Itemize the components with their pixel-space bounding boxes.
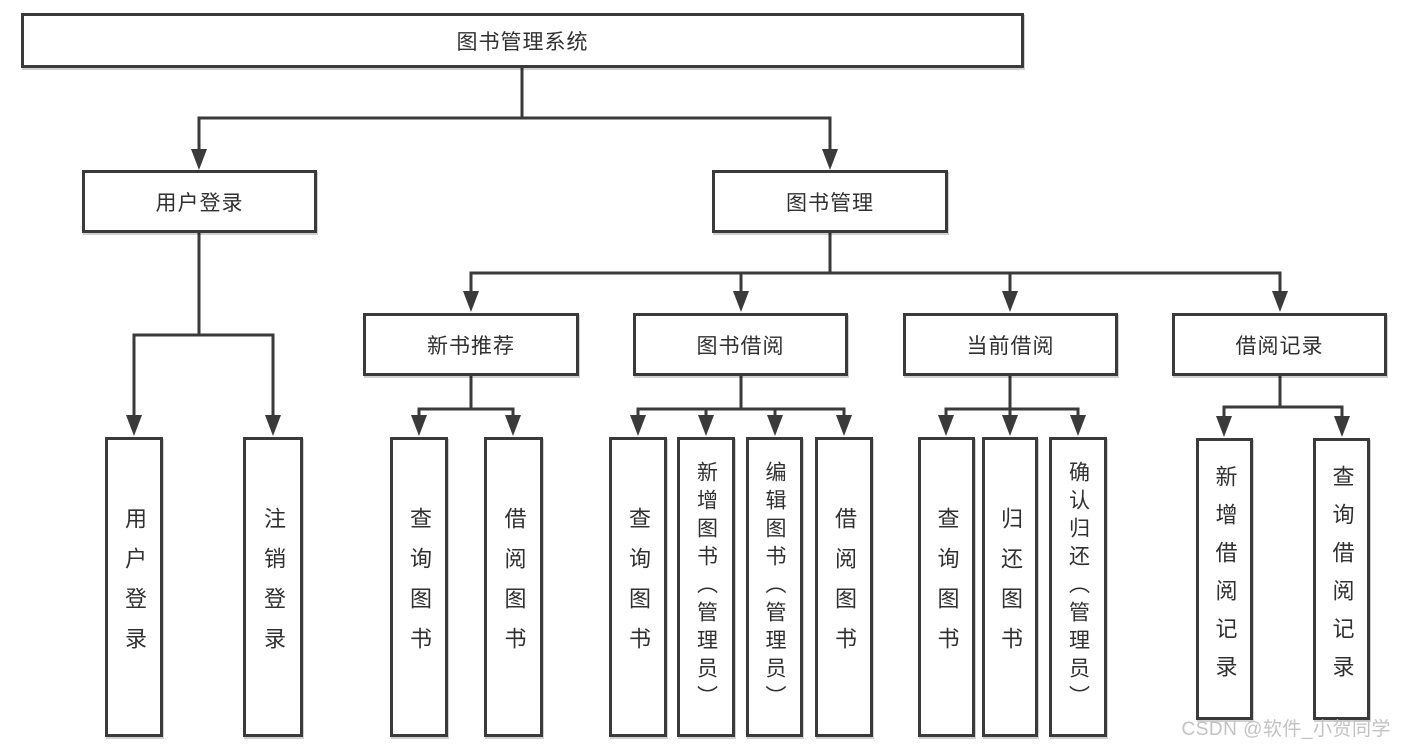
leaf-logout: 注销登录	[243, 437, 303, 737]
arrow-to-leaf-2	[265, 415, 281, 436]
arrow-to-leaf-8	[836, 415, 852, 436]
arrow-to-leaf-3	[411, 415, 427, 436]
arrow-to-leaf-4	[505, 415, 521, 436]
arrow-to-leaf-6	[698, 415, 714, 436]
arrow-to-leaf-13	[1334, 416, 1350, 437]
leaf-add-book-admin: 新增图书（管理员）	[677, 437, 735, 737]
leaf-query-book-current: 查询图书	[918, 437, 975, 737]
arrow-to-book-mgmt	[822, 149, 838, 170]
node-book-borrow: 图书借阅	[633, 313, 848, 376]
leaf-return-book: 归还图书	[982, 437, 1038, 737]
leaf-query-book-borrow: 查询图书	[609, 437, 667, 737]
arrow-to-leaf-5	[630, 415, 646, 436]
arrow-to-new-book-rec	[463, 291, 479, 312]
node-book-mgmt: 图书管理	[712, 170, 948, 233]
node-root: 图书管理系统	[21, 13, 1024, 68]
connector-root-bus	[197, 68, 832, 150]
connector-new-book-rec-bus	[417, 376, 515, 416]
node-borrow-record: 借阅记录	[1172, 313, 1387, 376]
arrow-to-user-login	[191, 149, 207, 170]
arrow-to-book-borrow	[733, 291, 749, 312]
arrow-to-leaf-7	[767, 415, 783, 436]
node-current-borrow: 当前借阅	[903, 313, 1118, 376]
leaf-user-login: 用户登录	[105, 437, 163, 737]
leaf-query-book-recommend: 查询图书	[390, 437, 448, 737]
csdn-watermark: CSDN @软件_小贺同学	[1181, 719, 1391, 740]
arrow-to-leaf-10	[1002, 415, 1018, 436]
connector-borrow-record-bus	[1222, 376, 1344, 416]
arrowheads	[126, 149, 1350, 437]
leaf-borrow-book: 借阅图书	[815, 437, 873, 737]
arrow-to-leaf-11	[1070, 415, 1086, 436]
arrow-to-leaf-1	[126, 415, 142, 436]
leaf-borrow-book-recommend: 借阅图书	[484, 437, 543, 737]
arrow-to-leaf-12	[1216, 416, 1232, 437]
connector-book-borrow-bus	[636, 376, 846, 416]
node-user-login: 用户登录	[82, 170, 317, 233]
arrow-to-borrow-record	[1272, 291, 1288, 312]
leaf-edit-book-admin: 编辑图书（管理员）	[746, 437, 803, 737]
connector-current-borrow-bus	[944, 376, 1080, 416]
node-new-book-recommend: 新书推荐	[363, 313, 579, 376]
leaf-confirm-return-admin: 确认归还（管理员）	[1049, 437, 1107, 737]
connector-user-login-bus	[132, 233, 275, 416]
arrow-to-leaf-9	[938, 415, 954, 436]
arrow-to-current-borrow	[1002, 291, 1018, 312]
connector-book-mgmt-bus	[469, 233, 1282, 292]
leaf-add-borrow-record: 新增借阅记录	[1196, 438, 1253, 720]
leaf-query-borrow-record: 查询借阅记录	[1313, 438, 1370, 720]
